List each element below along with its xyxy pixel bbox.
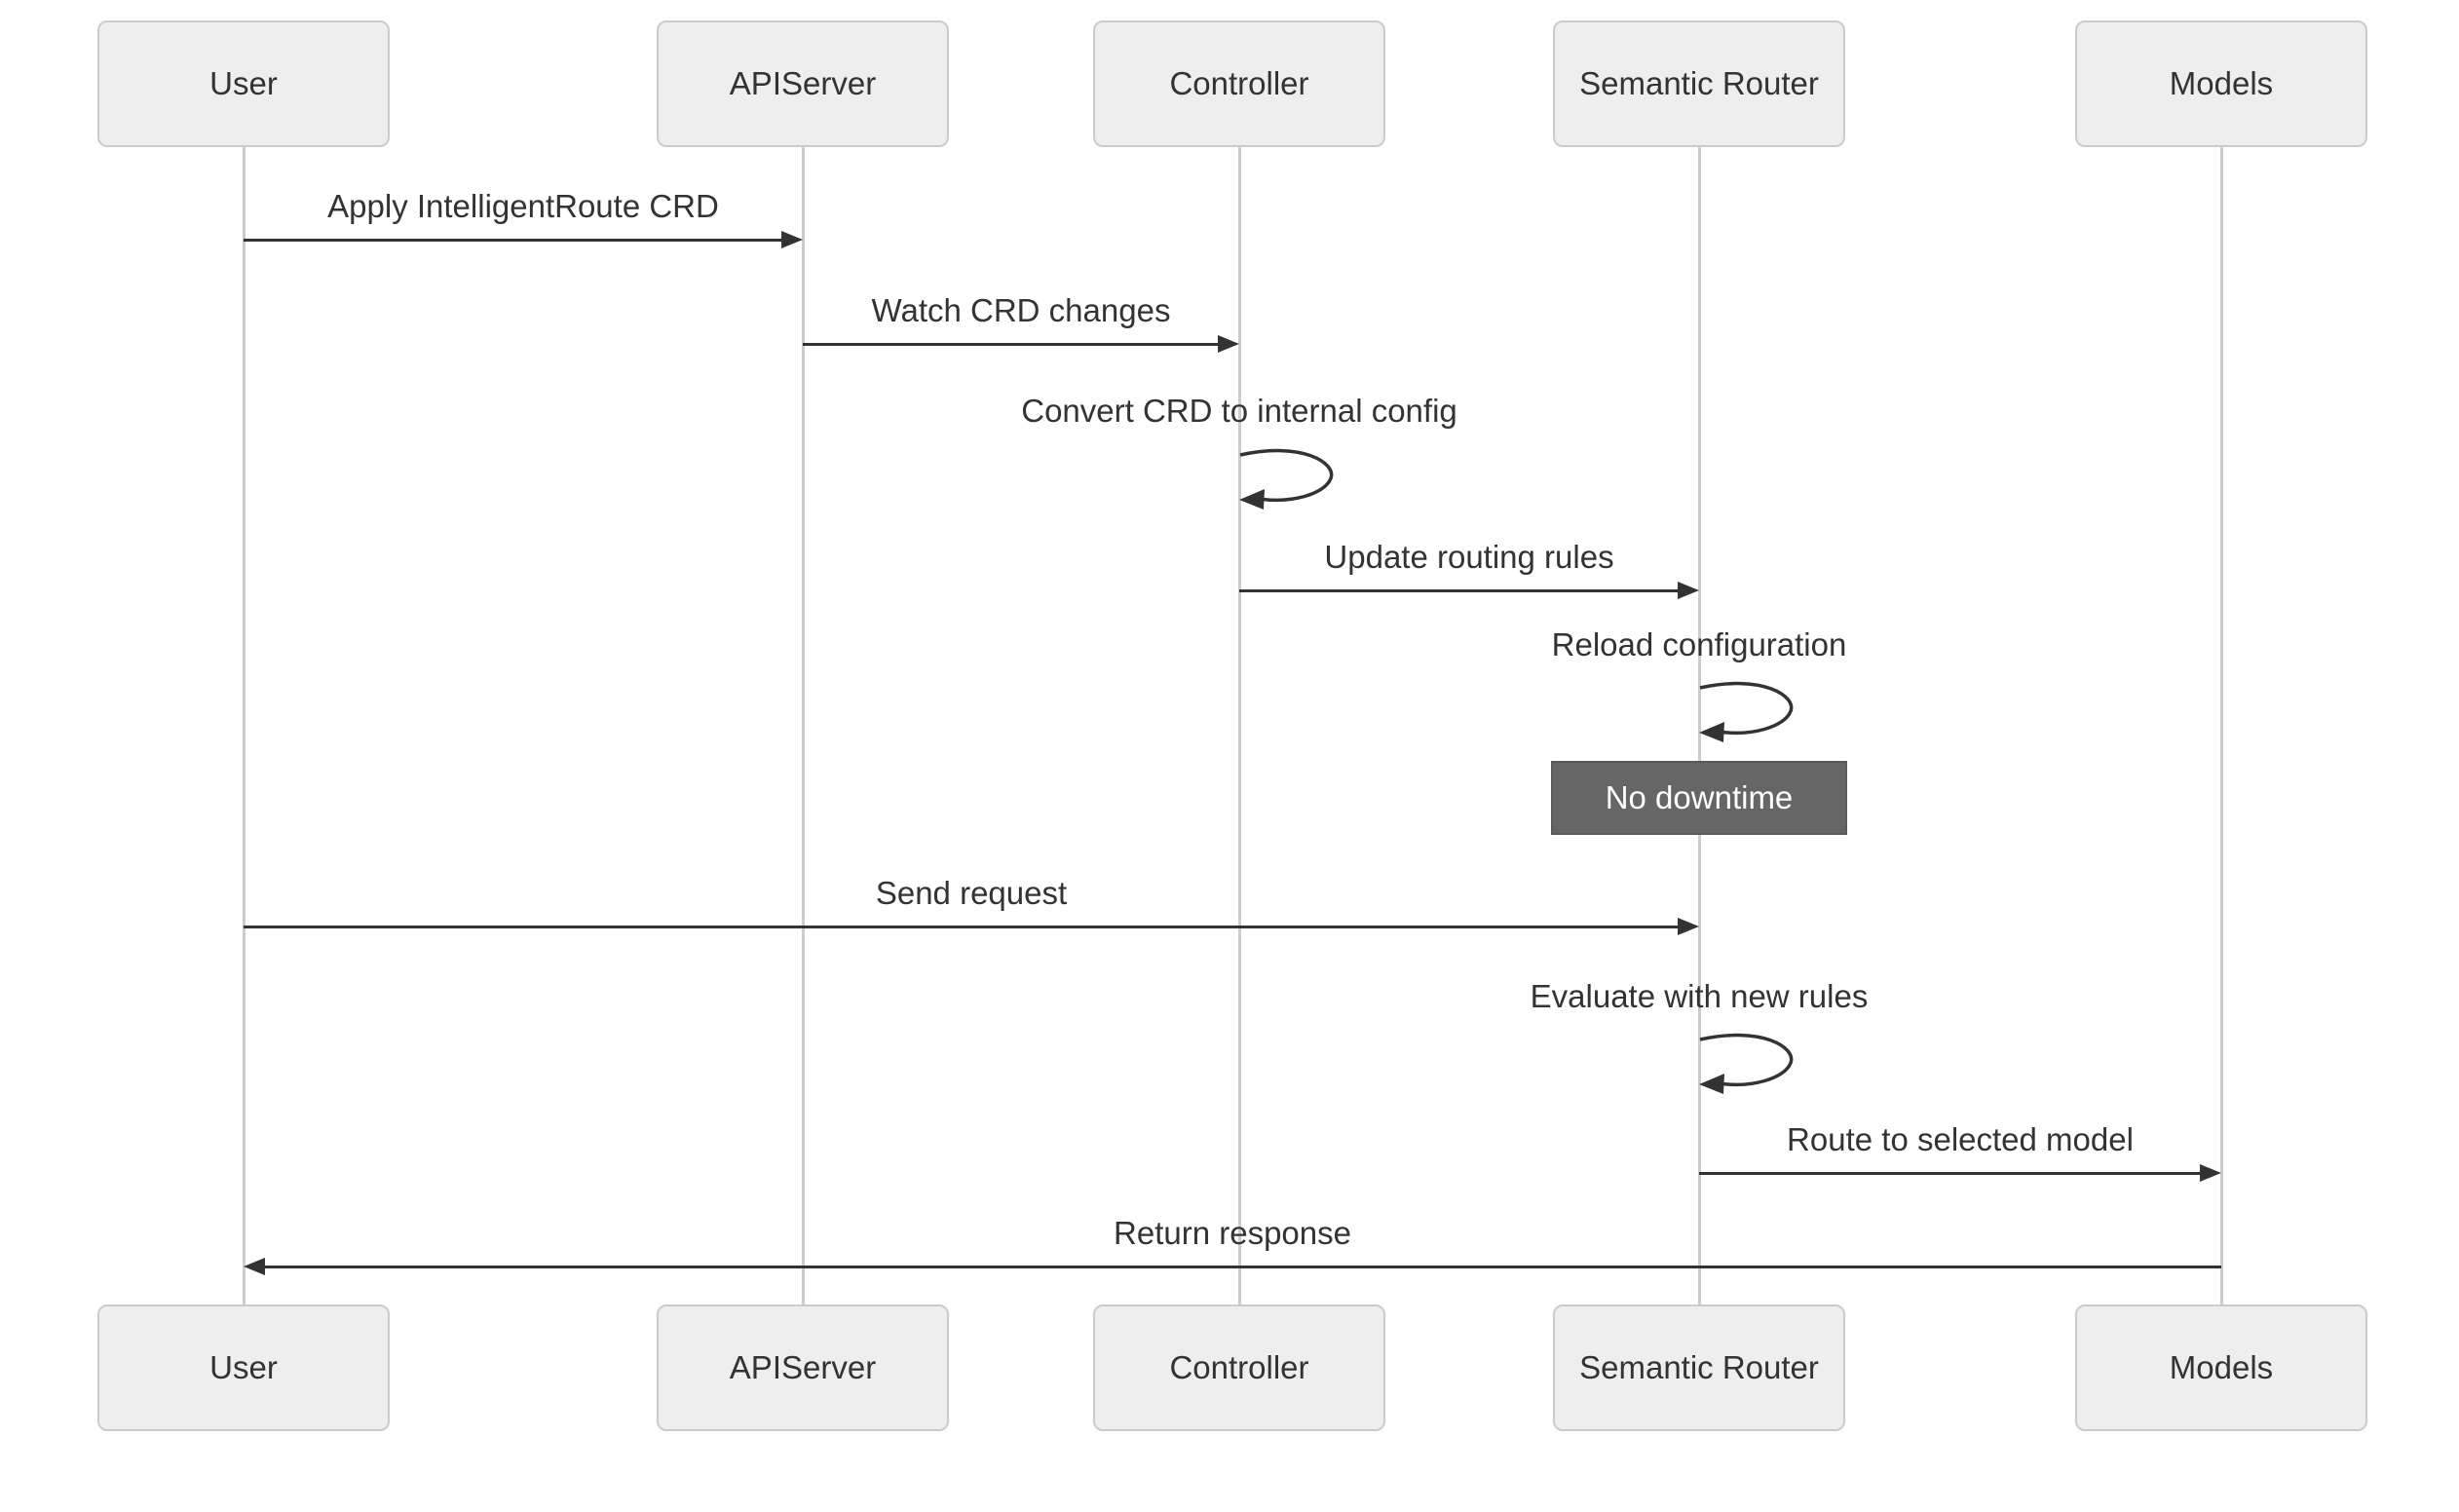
message-line-route-to-selected-model <box>1699 1171 2202 1175</box>
actor-top-user: User <box>97 20 390 147</box>
actor-label: Controller <box>1169 65 1309 101</box>
actor-top-apiserver: APIServer <box>657 20 949 147</box>
lifeline-semantic-router <box>1697 147 1701 1304</box>
self-loop-arrow-evaluate-with-new-rules <box>1699 1033 1794 1094</box>
arrowhead-icon <box>244 1258 265 1275</box>
message-label-watch-crd-changes: Watch CRD changes <box>871 292 1171 328</box>
actor-bottom-semantic-router: Semantic Router <box>1553 1304 1845 1431</box>
message-line-return-response <box>263 1265 2221 1268</box>
actor-label: Models <box>2169 1349 2274 1385</box>
lifeline-apiserver <box>801 147 805 1304</box>
self-loop-arrow-reload-configuration <box>1699 681 1794 742</box>
actor-bottom-user: User <box>97 1304 390 1431</box>
arrowhead-icon <box>1218 335 1239 353</box>
arrowhead-icon <box>781 231 803 248</box>
message-label-update-routing-rules: Update routing rules <box>1324 539 1614 575</box>
message-label-convert-crd-to-internal-config: Convert CRD to internal config <box>1021 393 1457 429</box>
actor-label: Semantic Router <box>1579 65 1819 101</box>
actor-bottom-controller: Controller <box>1093 1304 1385 1431</box>
message-line-update-routing-rules <box>1239 588 1680 592</box>
actor-top-controller: Controller <box>1093 20 1385 147</box>
actor-bottom-models: Models <box>2075 1304 2367 1431</box>
actor-label: APIServer <box>729 65 877 101</box>
note-no-downtime: No downtime <box>1551 761 1847 835</box>
actor-top-models: Models <box>2075 20 2367 147</box>
actor-bottom-apiserver: APIServer <box>657 1304 949 1431</box>
message-line-apply-intelligentroute-crd <box>244 238 783 242</box>
actor-top-semantic-router: Semantic Router <box>1553 20 1845 147</box>
message-label-apply-intelligentroute-crd: Apply IntelligentRoute CRD <box>327 188 719 224</box>
actor-label: User <box>209 1349 278 1385</box>
actor-label: APIServer <box>729 1349 877 1385</box>
message-label-route-to-selected-model: Route to selected model <box>1787 1121 2134 1157</box>
lifeline-controller <box>1237 147 1241 1304</box>
message-label-reload-configuration: Reload configuration <box>1551 626 1847 662</box>
message-line-watch-crd-changes <box>803 342 1220 346</box>
lifeline-user <box>242 147 246 1304</box>
actor-label: Controller <box>1169 1349 1309 1385</box>
actor-label: Models <box>2169 65 2274 101</box>
lifeline-models <box>2219 147 2223 1304</box>
self-loop-arrow-convert-crd-to-internal-config <box>1239 448 1334 510</box>
message-label-evaluate-with-new-rules: Evaluate with new rules <box>1530 978 1869 1014</box>
actor-label: Semantic Router <box>1579 1349 1819 1385</box>
actor-label: User <box>209 65 278 101</box>
message-line-send-request <box>244 925 1680 928</box>
arrowhead-icon <box>1678 918 1699 935</box>
note-label: No downtime <box>1605 779 1794 815</box>
arrowhead-icon <box>2200 1164 2221 1182</box>
message-label-send-request: Send request <box>875 875 1068 911</box>
message-label-return-response: Return response <box>1114 1215 1351 1251</box>
arrowhead-icon <box>1678 582 1699 599</box>
